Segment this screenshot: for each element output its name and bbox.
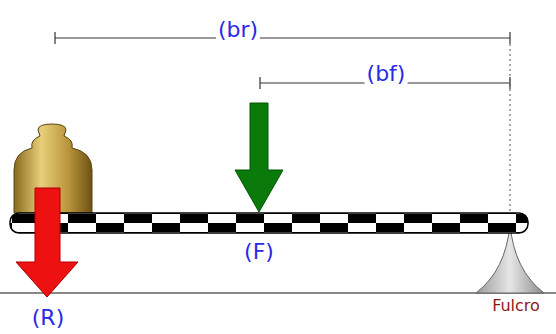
- force-label: (F): [242, 241, 276, 263]
- resistance-arrow: [16, 188, 78, 297]
- dimension-label: (br): [216, 19, 260, 41]
- dimension-lines: [55, 32, 510, 89]
- dimension-label: (bf): [365, 63, 408, 85]
- force-label: (R): [30, 307, 66, 329]
- effort-arrow: [235, 103, 283, 212]
- fulcrum-axis: [510, 44, 511, 225]
- lever-beam: [10, 213, 528, 233]
- fulcrum-label: Fulcro: [490, 298, 542, 314]
- ground-line: [0, 292, 556, 294]
- fulcrum: [476, 224, 544, 293]
